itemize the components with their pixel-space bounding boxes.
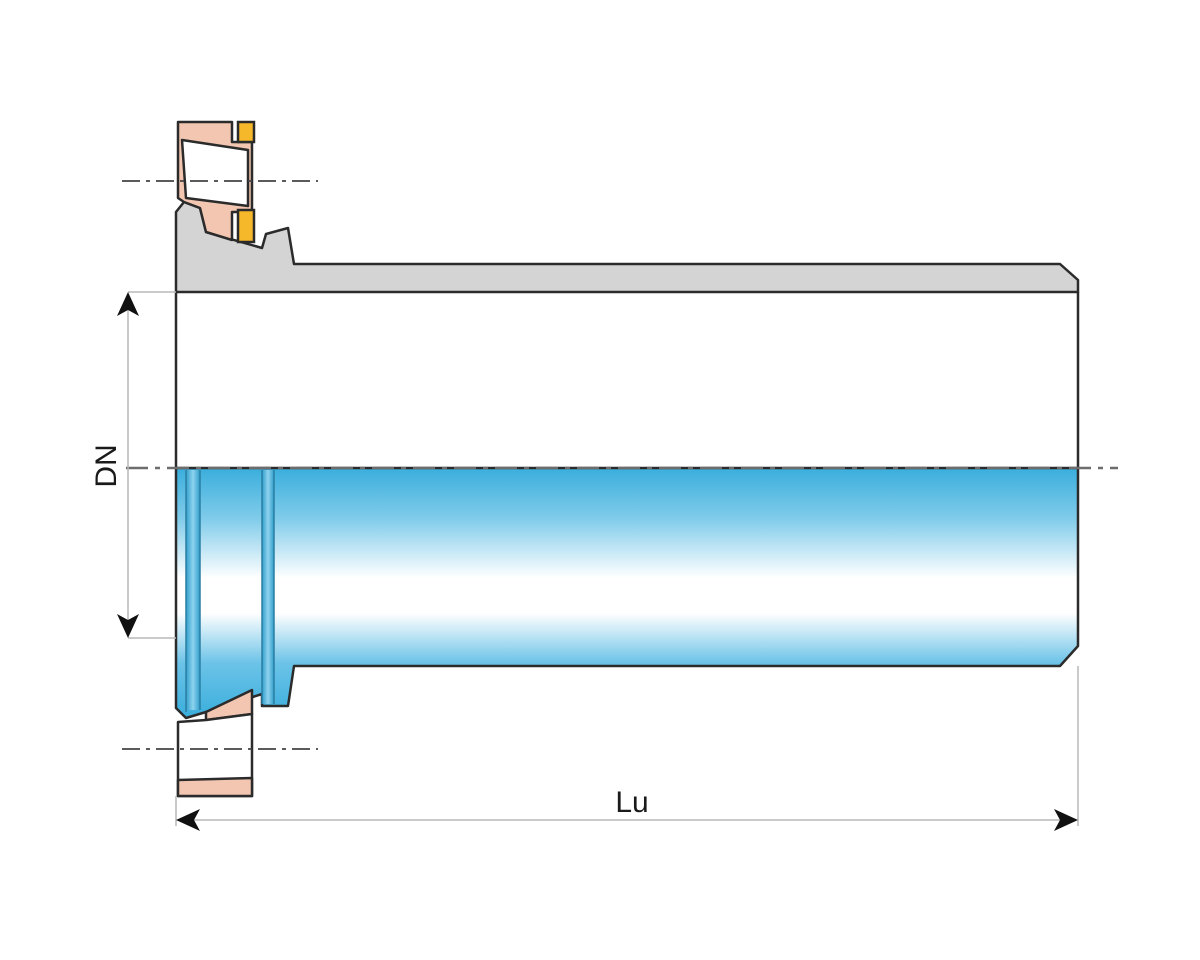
pipe-body xyxy=(174,466,1080,720)
gasket-upper xyxy=(236,120,256,144)
dn-dimension: DN xyxy=(90,291,176,639)
spigot-ring-1 xyxy=(186,470,200,710)
lu-arrow-right xyxy=(1054,809,1078,831)
pipe-wall-section xyxy=(174,200,1080,294)
exterior-view-bottom xyxy=(122,466,1080,798)
dn-arrow-top xyxy=(117,292,139,316)
dn-label: DN xyxy=(90,444,123,487)
dn-arrow-bottom xyxy=(117,614,139,638)
bolt-hole-section xyxy=(180,138,250,208)
gasket-lower xyxy=(236,208,256,244)
flange-ring-lower-band xyxy=(176,776,254,798)
spigot-ring-2 xyxy=(262,470,274,704)
lu-dimension: Lu xyxy=(175,666,1079,831)
lu-label: Lu xyxy=(615,786,648,819)
sectional-view-top xyxy=(122,120,1080,468)
lu-arrow-left xyxy=(176,809,200,831)
